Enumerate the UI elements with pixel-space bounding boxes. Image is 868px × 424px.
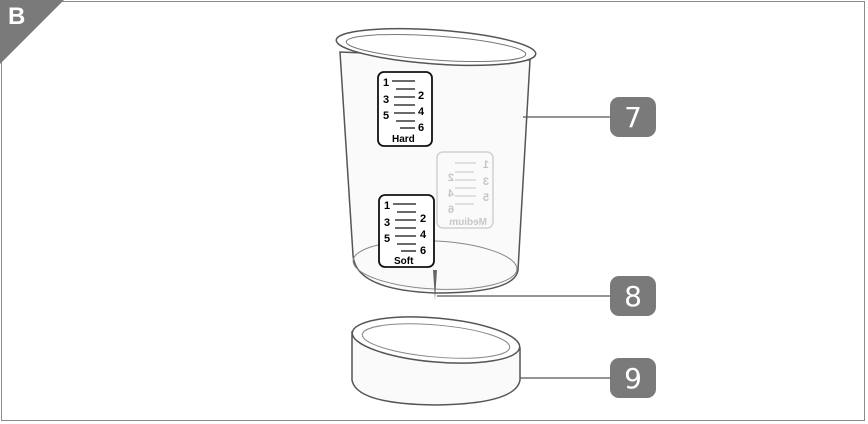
- scale-hard-number: 1: [383, 77, 389, 89]
- cup-pointer: [433, 270, 437, 300]
- callout-9: 9: [610, 358, 656, 398]
- scale-soft-number: 3: [384, 217, 390, 229]
- scale-soft-number: 6: [420, 245, 426, 257]
- scale-medium: 1 2 3 4 5 6 Medium: [436, 151, 494, 229]
- lid-inner: [361, 323, 511, 359]
- callout-7: 7: [610, 97, 656, 137]
- scale-hard-number: 2: [418, 90, 424, 102]
- scale-hard: 1 2 3 4 5 6 Hard: [377, 71, 433, 147]
- scale-soft-number: 1: [384, 200, 390, 212]
- scale-medium-label: Medium: [449, 217, 487, 228]
- scale-soft-label: Soft: [394, 256, 414, 267]
- scale-hard-label: Hard: [392, 134, 415, 145]
- section-letter: B: [8, 3, 26, 30]
- scale-soft-number: 2: [420, 213, 426, 225]
- lid-rim: [351, 316, 521, 364]
- callout-8: 8: [610, 276, 656, 316]
- scale-soft-box: [378, 194, 435, 268]
- scale-soft-number: 5: [384, 233, 390, 245]
- scale-hard-number: 4: [418, 106, 425, 118]
- scale-hard-number: 5: [383, 110, 389, 122]
- scale-soft-number: 4: [420, 229, 427, 241]
- cup-lid: [351, 316, 521, 406]
- cup-rim-inner: [345, 33, 527, 63]
- scale-hard-number: 3: [383, 94, 389, 106]
- scale-medium-number: 5: [483, 192, 489, 204]
- measuring-cup: [335, 27, 537, 300]
- scale-medium-number: 3: [483, 176, 489, 188]
- scale-hard-number: 6: [418, 122, 424, 134]
- scale-medium-number: 2: [448, 172, 454, 184]
- scale-medium-number: 4: [447, 188, 454, 200]
- scale-medium-box: [436, 151, 494, 229]
- scale-soft: 1 2 3 4 5 6 Soft: [378, 194, 435, 268]
- scale-hard-box: [377, 71, 433, 147]
- section-tab: [0, 0, 64, 64]
- scale-medium-number: 1: [483, 159, 489, 171]
- cup-bottom: [352, 240, 518, 290]
- cup-rim: [335, 27, 537, 67]
- scale-medium-number: 6: [448, 204, 454, 216]
